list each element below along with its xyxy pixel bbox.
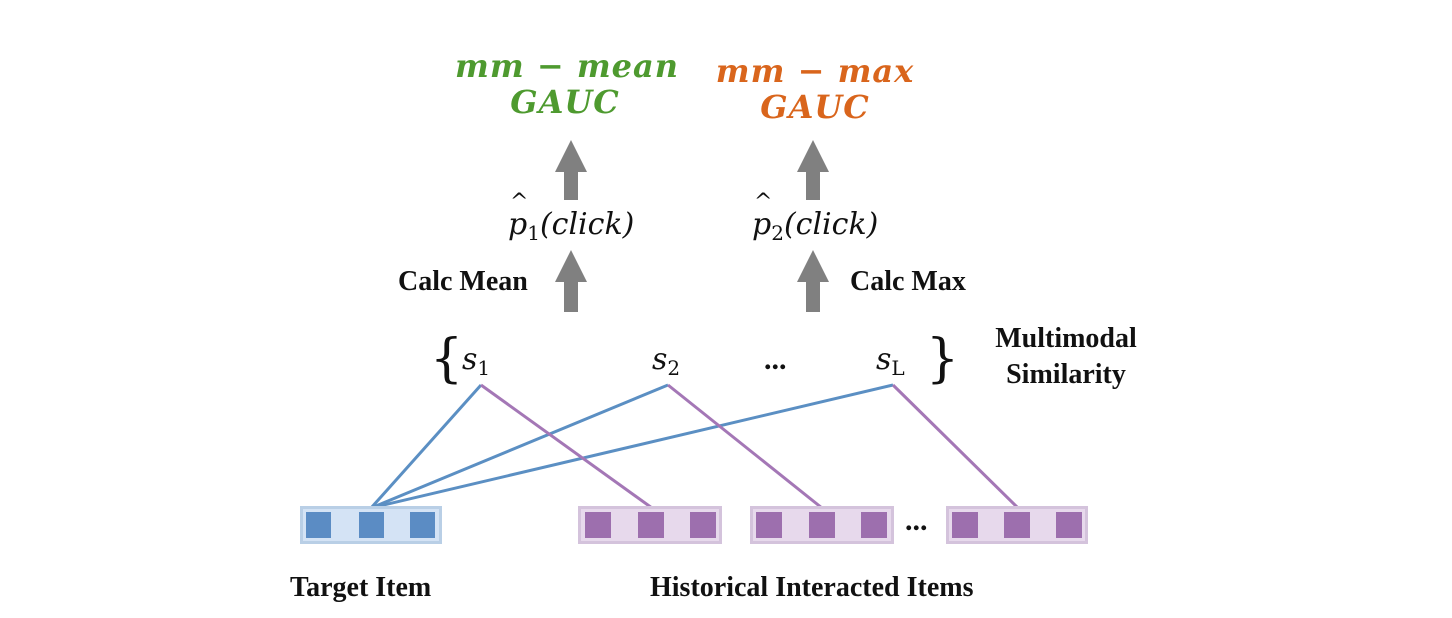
history-item-vector-2 (750, 506, 894, 544)
s2-index: 2 (667, 356, 681, 380)
right-brace: } (926, 329, 960, 389)
prob-p2-arg: (click) (783, 207, 879, 242)
line-target-to-s2 (370, 383, 669, 510)
sL-index: L (891, 356, 905, 380)
similarity-s1: s1 (462, 342, 491, 380)
prob-p2: p2(click) (752, 192, 879, 245)
prob-p1-arg: (click) (539, 207, 635, 242)
history-cell (952, 512, 978, 538)
target-item-label: Target Item (290, 572, 432, 603)
arrow-group (555, 140, 829, 312)
history-cell (585, 512, 611, 538)
similarity-sL: sL (876, 342, 905, 380)
mean-metric-line2: GAUC (510, 83, 620, 121)
prob-p1-index: 1 (527, 221, 540, 245)
target-cell (410, 512, 435, 538)
history-item-vector-L (946, 506, 1088, 544)
line-s2-to-history2 (667, 383, 823, 510)
prob-p1-symbol: p (508, 192, 529, 240)
historical-items-label: Historical Interacted Items (650, 572, 974, 603)
arrow-up-mean-bottom (555, 250, 587, 312)
history-cell (809, 512, 835, 538)
max-metric-title: mm − max GAUC (710, 55, 920, 123)
prob-p1: p1(click) (508, 192, 635, 245)
similarity-s2: s2 (652, 342, 681, 380)
multimodal-similarity-label: Multimodal Similarity (986, 325, 1146, 389)
arrow-up-mean-top (555, 140, 587, 200)
line-sL-to-historyL (891, 383, 1020, 510)
arrow-up-max-top (797, 140, 829, 200)
s1-symbol: s (462, 342, 478, 377)
target-item-vector (300, 506, 442, 544)
s2-symbol: s (652, 342, 668, 377)
mean-metric-title: mm − mean GAUC (455, 47, 680, 121)
history-cell (638, 512, 664, 538)
max-metric-line2: GAUC (760, 88, 870, 126)
max-metric-line1: mm − max (715, 52, 915, 90)
arrow-up-max-bottom (797, 250, 829, 312)
line-target-to-s1 (369, 384, 483, 509)
target-cell (359, 512, 384, 538)
sL-symbol: s (876, 342, 892, 377)
line-s1-to-history1 (480, 383, 653, 510)
prob-p2-index: 2 (771, 221, 784, 245)
line-target-to-sL (370, 383, 894, 510)
history-ellipsis: ... (905, 504, 928, 537)
target-cell (306, 512, 331, 538)
calc-mean-label: Calc Mean (398, 266, 528, 297)
history-cell (861, 512, 887, 538)
history-cell (756, 512, 782, 538)
history-cell (1004, 512, 1030, 538)
multimodal-similarity-line2: Similarity (1006, 359, 1126, 390)
history-cell (690, 512, 716, 538)
similarity-ellipsis: ... (764, 343, 787, 376)
multimodal-similarity-line1: Multimodal (995, 323, 1137, 354)
mean-metric-line1: mm − mean (455, 47, 680, 85)
s1-index: 1 (477, 356, 491, 380)
history-item-vector-1 (578, 506, 722, 544)
history-cell (1056, 512, 1082, 538)
prob-p2-symbol: p (752, 192, 773, 240)
left-brace: { (430, 329, 464, 389)
calc-max-label: Calc Max (850, 266, 966, 297)
